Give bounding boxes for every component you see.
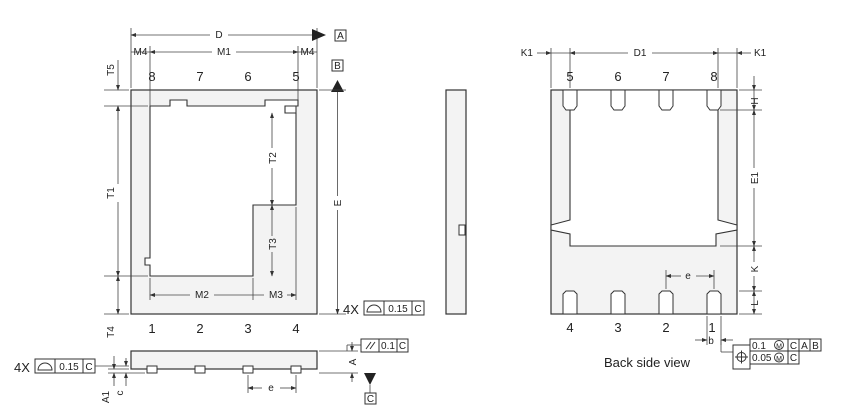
side-flatness-value: 0.15 — [59, 362, 79, 373]
position-row2-datum-c: C — [790, 353, 797, 364]
side-lead-4 — [290, 365, 302, 374]
dim-t2-label: T2 — [268, 152, 279, 164]
dim-m4-right-label: M4 — [301, 47, 315, 58]
dim-m1-label: M1 — [217, 47, 231, 58]
back-bottom-lead-2 — [658, 290, 674, 315]
datum-c-box — [364, 392, 377, 405]
position-row1-mmc-icon: M — [776, 344, 782, 351]
back-pin-3: 3 — [614, 320, 621, 335]
back-pin-8: 8 — [710, 69, 717, 84]
position-row2-value: 0.05 — [752, 353, 772, 364]
side-lead-3 — [242, 365, 254, 374]
top-pin-5: 5 — [292, 69, 299, 84]
bottom-pin-2: 2 — [196, 321, 203, 336]
dim-m4-left-label: M4 — [134, 47, 148, 58]
dim-h-label: H — [750, 97, 761, 104]
dim-t1-label: T1 — [106, 187, 117, 199]
side-view-lead-icon — [458, 224, 466, 236]
position-row1-value: 0.1 — [752, 341, 766, 352]
back-top-lead-7 — [658, 89, 674, 111]
back-bottom-lead-3 — [610, 290, 626, 315]
datum-b-label: B — [334, 61, 341, 72]
back-top-lead-6 — [610, 89, 626, 111]
parallel-datum: C — [399, 341, 406, 352]
top-pin-6: 6 — [244, 69, 251, 84]
side-lead-2 — [194, 365, 206, 374]
back-view-caption: Back side view — [604, 355, 691, 370]
side-lead-1 — [146, 365, 158, 374]
datum-a-triangle — [312, 29, 326, 41]
position-row1-datum-b: B — [812, 341, 819, 352]
datum-b-triangle — [331, 80, 344, 92]
parallel-value: 0.1 — [381, 341, 395, 352]
top-view: D A M4 M1 M4 8 7 6 5 B E 4X 0.15 — [104, 28, 425, 338]
bottom-pin-4: 4 — [292, 321, 299, 336]
dim-b-label: b — [708, 336, 714, 347]
datum-c-triangle — [364, 373, 376, 385]
dim-d-label: D — [215, 30, 222, 41]
dim-a1-label: A1 — [101, 390, 112, 403]
back-pin-2: 2 — [662, 320, 669, 335]
back-view-die-pad — [550, 89, 738, 247]
back-pin-6: 6 — [614, 69, 621, 84]
dim-t3-label: T3 — [268, 238, 279, 250]
side-view-body — [445, 89, 467, 315]
side-flatness-count: 4X — [14, 360, 30, 375]
top-flatness-value: 0.15 — [388, 304, 408, 315]
back-top-lead-5 — [562, 89, 578, 111]
dim-m2-label: M2 — [195, 290, 209, 301]
top-view-die-pad — [144, 99, 299, 277]
back-pin-4: 4 — [566, 320, 573, 335]
back-top-lead-8 — [706, 89, 722, 111]
back-bottom-lead-4 — [562, 290, 578, 315]
position-row2-mmc-icon: M — [776, 356, 782, 363]
side-flatness-symbol-icon — [37, 362, 53, 371]
bottom-pin-1: 1 — [148, 321, 155, 336]
dim-c-label: c — [115, 391, 126, 396]
dim-t5-label: T5 — [106, 64, 117, 76]
dim-e1-label: E1 — [750, 171, 761, 184]
top-flatness-symbol-icon — [366, 304, 382, 313]
dim-m3-label: M3 — [269, 290, 283, 301]
dim-t4-label: T4 — [106, 326, 117, 338]
dim-k-label: K — [750, 265, 761, 272]
top-pin-8: 8 — [148, 69, 155, 84]
dim-e-label: E — [333, 199, 344, 206]
side-flatness-datum: C — [85, 362, 92, 373]
back-view: K1 D1 K1 5 6 7 8 H E1 K L e 4 3 2 1 — [521, 48, 822, 370]
back-pin-7: 7 — [662, 69, 669, 84]
datum-a-box — [334, 29, 347, 42]
dim-k1-left-label: K1 — [521, 48, 534, 59]
back-pin-1: 1 — [708, 320, 715, 335]
top-pin-7: 7 — [196, 69, 203, 84]
side-dim-e-label: e — [268, 383, 274, 394]
datum-b-box — [331, 59, 344, 72]
side-view-right — [445, 89, 467, 315]
top-flatness-datum: C — [414, 304, 421, 315]
dim-a-label: A — [348, 358, 359, 365]
back-pin-5: 5 — [566, 69, 573, 84]
parallelism-icon — [365, 341, 376, 350]
bottom-pin-3: 3 — [244, 321, 251, 336]
position-row1-datum-a: A — [801, 341, 808, 352]
back-bottom-lead-1 — [706, 290, 722, 315]
top-flatness-count: 4X — [343, 302, 359, 317]
position-row1-datum-c: C — [790, 341, 797, 352]
side-view-bottom: 0.1 C A C 4X 0.15 C A1 c — [14, 338, 409, 405]
back-dim-e-label: e — [685, 271, 691, 282]
dim-l-label: L — [750, 300, 761, 306]
side-bottom-body — [130, 350, 318, 370]
dim-d1-label: D1 — [634, 48, 647, 59]
datum-c-label: C — [367, 394, 374, 405]
dim-k1-right-label: K1 — [754, 48, 767, 59]
datum-a-label: A — [337, 31, 344, 42]
